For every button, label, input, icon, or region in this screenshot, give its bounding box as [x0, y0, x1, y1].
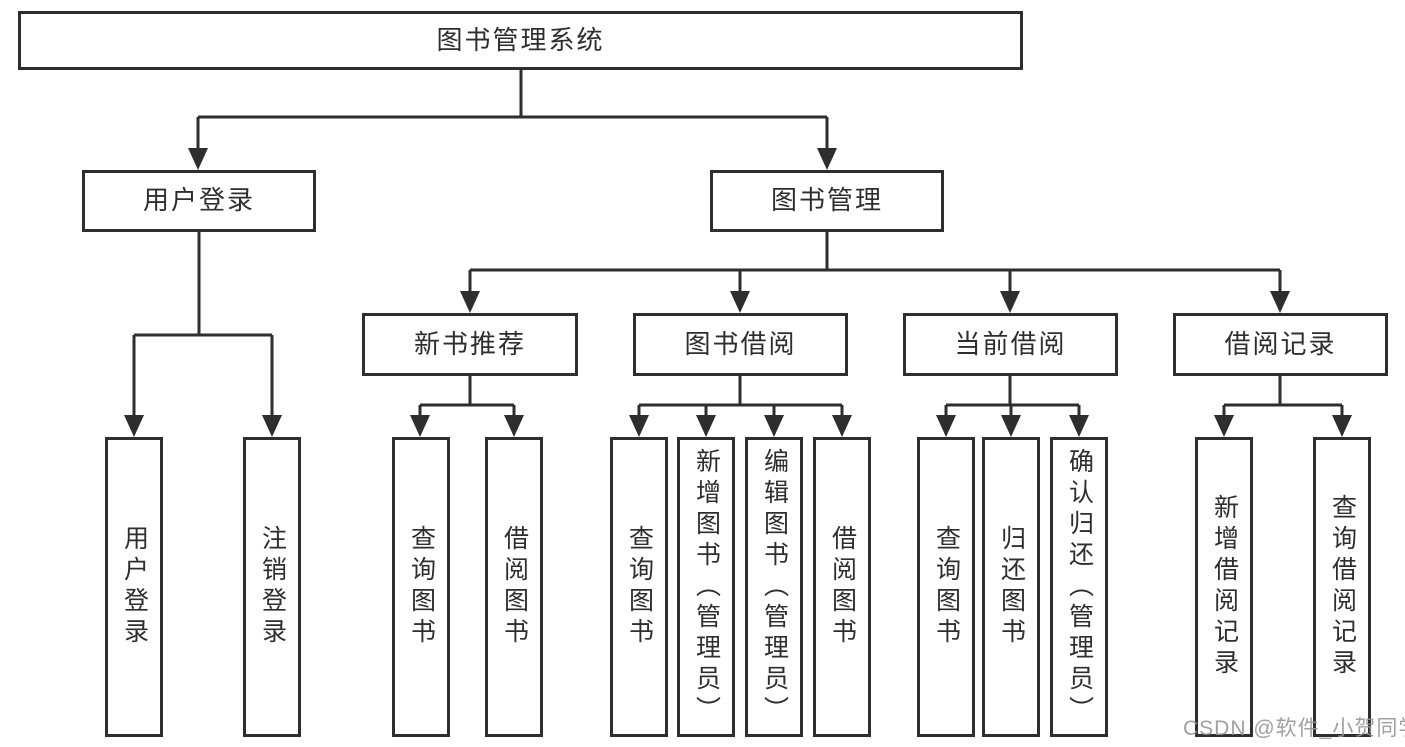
node-root-label: 图书管理系统 — [436, 24, 605, 55]
node-borrowing-records: 借阅记录 — [1173, 313, 1388, 376]
node-user-login-label: 用户登录 — [120, 525, 149, 649]
node-query-books-borrow: 查询图书 — [610, 437, 668, 737]
node-add-books-admin: 新增图书（管理员） — [677, 437, 735, 737]
node-logout-login-label: 注销登录 — [258, 525, 287, 649]
node-query-books-current: 查询图书 — [917, 437, 975, 737]
node-borrow-books-borrow-label: 借阅图书 — [828, 525, 857, 649]
node-current-borrowing-label: 当前借阅 — [954, 328, 1067, 359]
node-new-book-recommend-label: 新书推荐 — [413, 328, 526, 359]
node-user-login: 用户登录 — [105, 437, 163, 737]
node-current-borrowing: 当前借阅 — [903, 313, 1118, 376]
node-edit-books-admin-label: 编辑图书（管理员） — [760, 447, 789, 727]
node-confirm-return-admin-label: 确认归还（管理员） — [1065, 447, 1094, 727]
node-borrow-books-borrow: 借阅图书 — [813, 437, 871, 737]
node-add-borrowing-record-label: 新增借阅记录 — [1210, 494, 1239, 680]
node-return-books-label: 归还图书 — [997, 525, 1026, 649]
csdn-watermark: CSDN @软件_小贺同学 — [1183, 717, 1405, 740]
node-book-management-branch-label: 图书管理 — [770, 185, 883, 216]
node-return-books: 归还图书 — [982, 437, 1040, 737]
node-book-management-branch: 图书管理 — [710, 170, 944, 232]
node-query-books-current-label: 查询图书 — [932, 525, 961, 649]
node-borrow-books-recommend-label: 借阅图书 — [500, 525, 529, 649]
node-root: 图书管理系统 — [18, 11, 1023, 70]
node-new-book-recommend: 新书推荐 — [362, 313, 578, 376]
node-book-borrowing: 图书借阅 — [633, 313, 848, 376]
node-query-books-borrow-label: 查询图书 — [625, 525, 654, 649]
arrowheads — [124, 148, 1352, 437]
node-query-books-recommend-label: 查询图书 — [407, 525, 436, 649]
node-borrow-books-recommend: 借阅图书 — [485, 437, 543, 737]
node-query-borrowing-record: 查询借阅记录 — [1313, 437, 1371, 737]
node-add-borrowing-record: 新增借阅记录 — [1195, 437, 1253, 737]
node-query-borrowing-record-label: 查询借阅记录 — [1328, 494, 1357, 680]
node-borrowing-records-label: 借阅记录 — [1224, 328, 1337, 359]
node-logout-login: 注销登录 — [243, 437, 301, 737]
node-user-login-branch: 用户登录 — [82, 170, 316, 232]
node-add-books-admin-label: 新增图书（管理员） — [692, 447, 721, 727]
node-query-books-recommend: 查询图书 — [392, 437, 450, 737]
node-user-login-branch-label: 用户登录 — [142, 185, 255, 216]
node-confirm-return-admin: 确认归还（管理员） — [1050, 437, 1108, 737]
node-book-borrowing-label: 图书借阅 — [684, 328, 797, 359]
node-edit-books-admin: 编辑图书（管理员） — [745, 437, 803, 737]
